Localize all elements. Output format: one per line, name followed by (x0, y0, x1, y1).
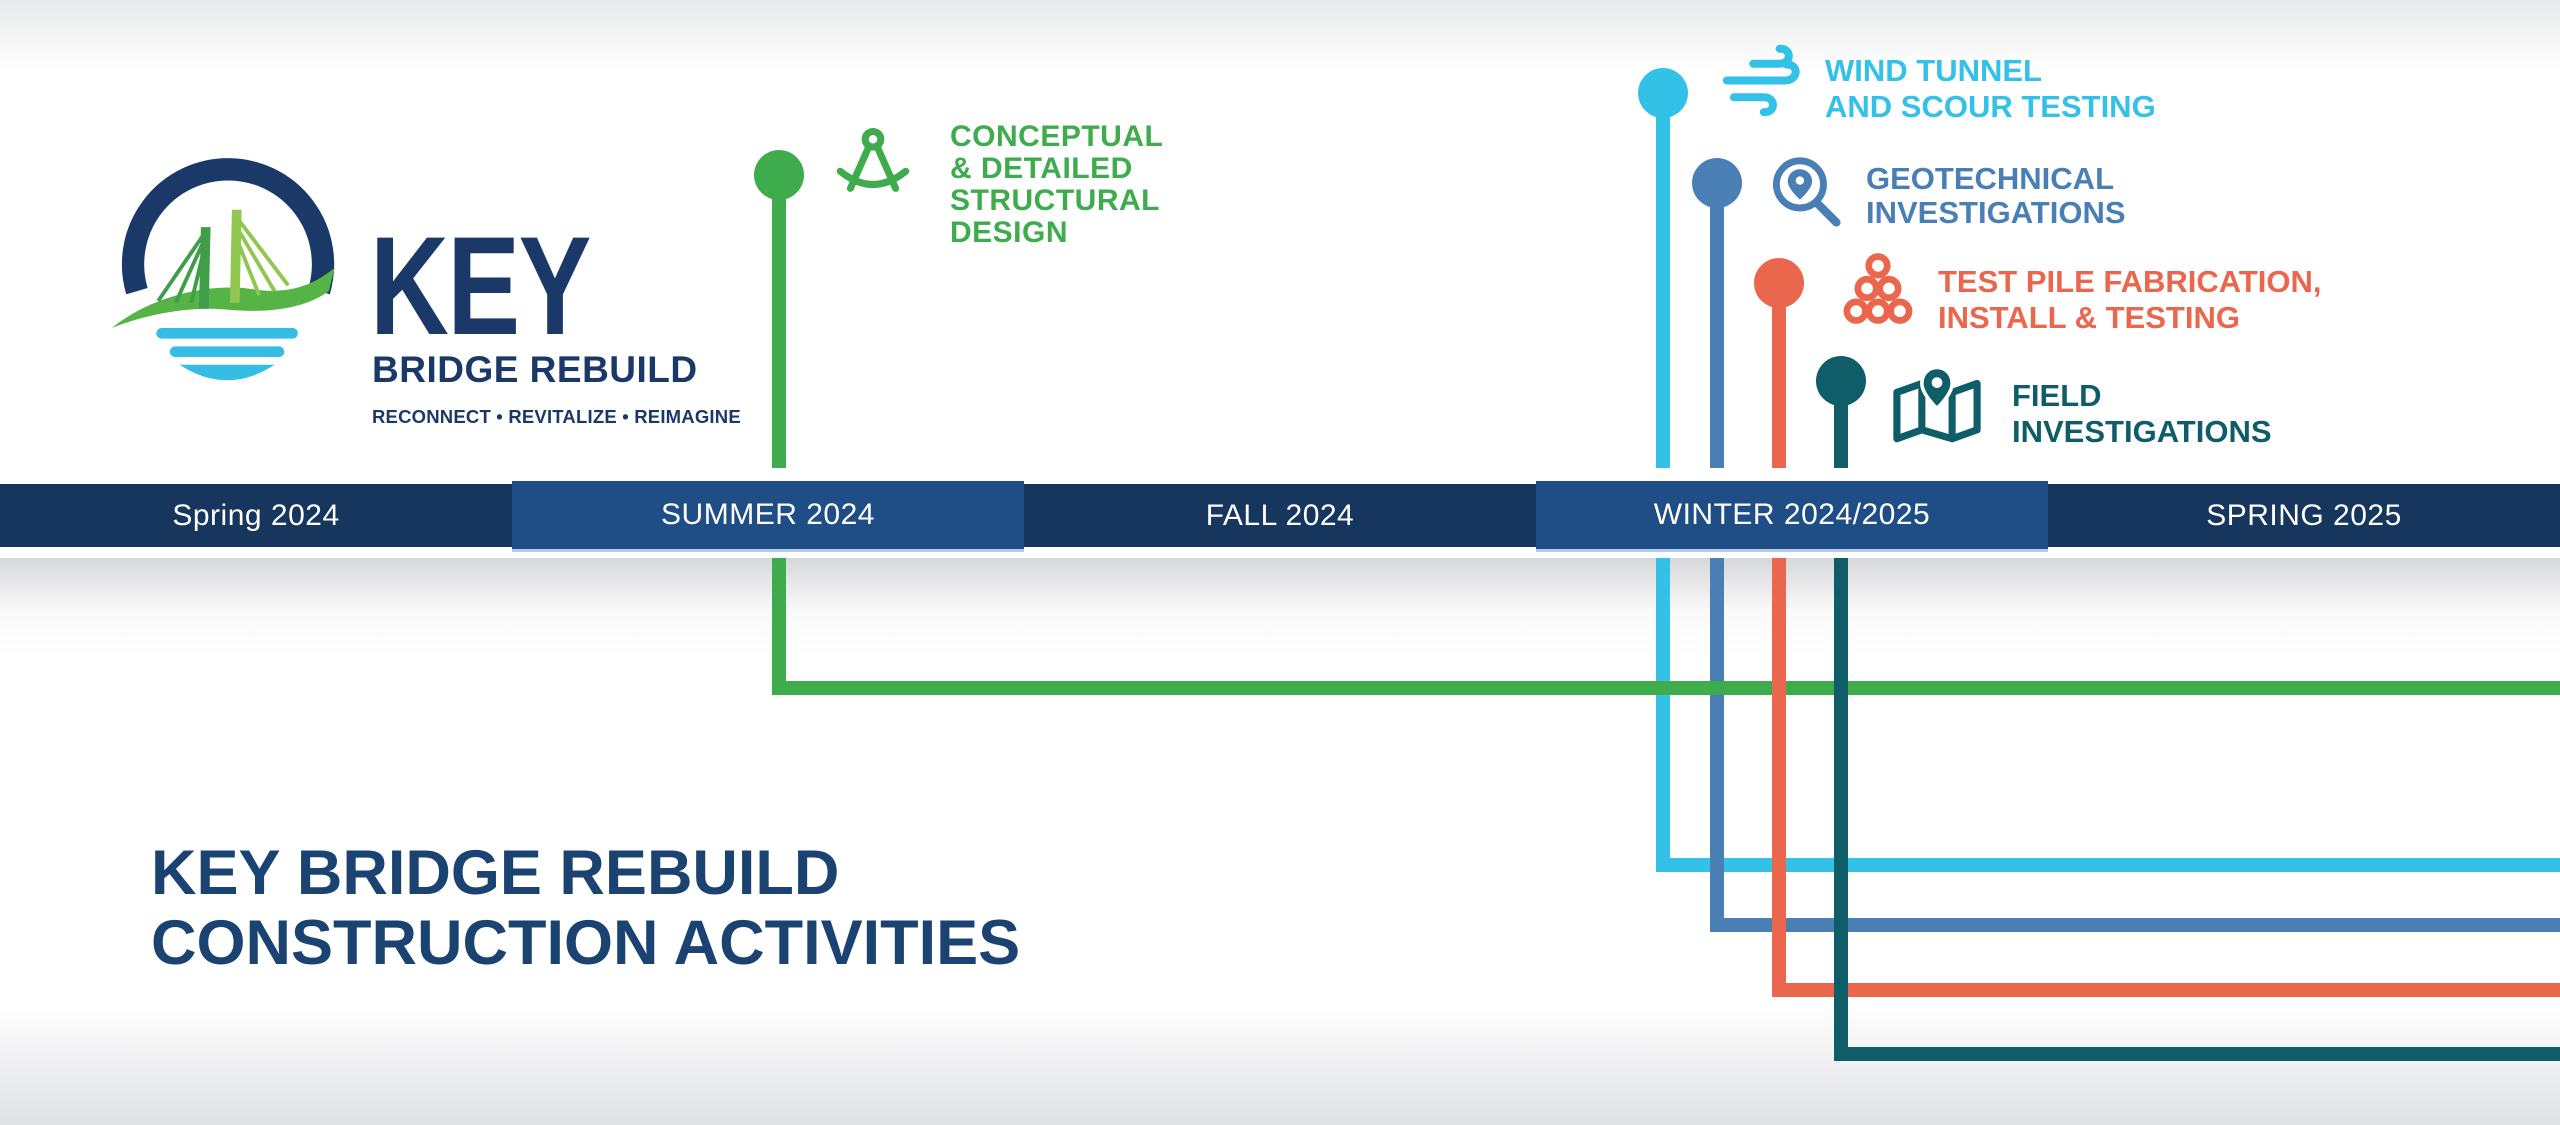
map-pin-icon (1888, 362, 1986, 454)
timeline-segment-spring-2025: SPRING 2025 (2048, 484, 2560, 547)
label-line: WIND TUNNEL (1825, 53, 2042, 88)
page-bottom-shading (0, 1005, 2560, 1125)
logo-subtitle: BRIDGE REBUILD (372, 349, 698, 390)
timeline-segment-summer-2024: SUMMER 2024 (512, 481, 1024, 549)
label-line: & DETAILED (950, 152, 1133, 185)
timeline-segment-fall-2024: FALL 2024 (1024, 484, 1536, 547)
page-top-shading (0, 0, 2560, 70)
logo-wordmark: KEY (370, 207, 591, 364)
page-title-line2: CONSTRUCTION ACTIVITIES (151, 908, 1021, 978)
wind-tunnel-horizontal-line (1656, 858, 2560, 872)
test-pile-horizontal-line (1772, 983, 2560, 997)
timeline-bar: Spring 2024 SUMMER 2024 FALL 2024 WINTER… (0, 468, 2560, 558)
milestone-dot-test-pile (1754, 258, 1804, 308)
label-line: STRUCTURAL (950, 184, 1160, 217)
logo-tagline: RECONNECT • REVITALIZE • REIMAGINE (372, 406, 741, 427)
timeline-segment-label: FALL 2024 (1205, 498, 1355, 532)
structural-design-vertical-line (772, 175, 786, 695)
page-title-line1: KEY BRIDGE REBUILD (151, 838, 840, 908)
timeline-segment-label: Spring 2024 (172, 498, 340, 532)
magnifier-pin-icon (1764, 154, 1848, 230)
pile-stack-icon (1836, 250, 1920, 332)
wind-icon (1718, 44, 1806, 124)
timeline-bar-drop-shadow (0, 556, 2560, 656)
milestone-dot-geotechnical (1692, 158, 1742, 208)
label-line: TEST PILE FABRICATION, (1938, 264, 2322, 299)
structural-design-horizontal-line (772, 681, 2560, 695)
label-line: GEOTECHNICAL (1866, 161, 2114, 196)
label-line: AND SCOUR TESTING (1825, 89, 2156, 124)
label-line: FIELD (2012, 378, 2102, 413)
label-line: INSTALL & TESTING (1938, 300, 2240, 335)
timeline-segment-label: SPRING 2025 (2206, 498, 2402, 532)
timeline-segment-winter-2024-2025: WINTER 2024/2025 (1536, 481, 2048, 549)
milestone-label-geotechnical: GEOTECHNICAL INVESTIGATIONS (1866, 162, 2126, 230)
page-title: KEY BRIDGE REBUILD CONSTRUCTION ACTIVITI… (151, 838, 1020, 978)
test-pile-vertical-line (1772, 283, 1786, 997)
label-line: DESIGN (950, 216, 1069, 249)
label-line: INVESTIGATIONS (2012, 414, 2272, 449)
label-line: INVESTIGATIONS (1866, 195, 2126, 230)
timeline-segment-spring-2024: Spring 2024 (0, 484, 512, 547)
milestone-dot-structural-design (754, 150, 804, 200)
timeline-segment-label: SUMMER 2024 (661, 498, 875, 531)
geotechnical-horizontal-line (1710, 918, 2560, 932)
drafting-compass-icon (830, 126, 916, 204)
milestone-dot-wind-tunnel (1638, 68, 1688, 118)
key-bridge-rebuild-logo-mark (95, 138, 363, 390)
milestone-dot-field-investigations (1816, 356, 1866, 406)
milestone-label-structural-design: CONCEPTUAL & DETAILED STRUCTURAL DESIGN (950, 121, 1163, 249)
label-line: CONCEPTUAL (950, 120, 1164, 153)
milestone-label-test-pile: TEST PILE FABRICATION, INSTALL & TESTING (1938, 264, 2322, 336)
milestone-label-field-investigations: FIELD INVESTIGATIONS (2012, 378, 2272, 450)
field-investigations-horizontal-line (1834, 1047, 2560, 1061)
timeline-segment-label: WINTER 2024/2025 (1653, 498, 1931, 531)
milestone-label-wind-tunnel: WIND TUNNEL AND SCOUR TESTING (1825, 53, 2156, 125)
